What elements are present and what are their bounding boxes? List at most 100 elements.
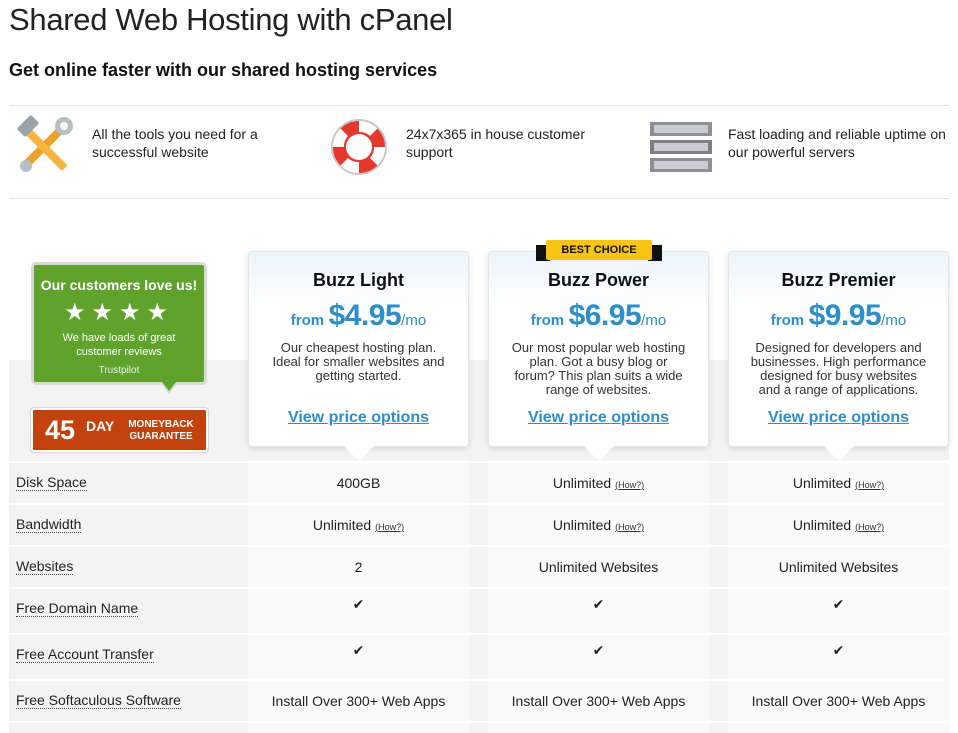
cell-value: Unlimited — [312, 517, 372, 533]
feature-text: All the tools you need for a successful … — [92, 126, 258, 160]
table-row: Disk Space 400GB Unlimited (How?) Unlimi… — [9, 463, 949, 503]
feature-servers: Fast loading and reliable uptime on our … — [648, 114, 948, 184]
plan-price: from $6.95/mo — [489, 299, 708, 333]
checkmark-icon: ✔ — [832, 642, 845, 658]
checkmark-icon: ✔ — [592, 596, 605, 612]
moneyback-badge: 45 DAY MONEYBACK GUARANTEE — [30, 407, 209, 453]
row-label[interactable]: Free Domain Name — [16, 600, 139, 617]
plan-card-buzz-power: Buzz Power from $6.95/mo Our most popula… — [488, 251, 709, 447]
row-label[interactable]: Disk Space — [16, 474, 87, 491]
page-subtitle: Get online faster with our shared hostin… — [9, 60, 438, 80]
plan-column — [728, 460, 949, 733]
how-link[interactable]: (How?) — [615, 480, 645, 490]
plan-description: Designed for developers and businesses. … — [750, 340, 927, 397]
moneyback-days: 45 — [45, 415, 76, 445]
plan-column — [248, 460, 469, 733]
plan-description: Our most popular web hosting plan. Got a… — [511, 340, 686, 397]
price-from: from — [290, 312, 325, 329]
feature-text: Fast loading and reliable uptime on our … — [728, 126, 946, 160]
table-cell: Install Over 300+ Web Apps — [271, 693, 446, 709]
checkmark-icon: ✔ — [352, 596, 365, 612]
table-cell: Unlimited (How?) — [728, 517, 949, 533]
tools-icon — [12, 114, 78, 180]
plan-price: from $9.95/mo — [729, 299, 948, 333]
how-link[interactable]: (How?) — [375, 522, 405, 532]
table-cell: Unlimited Websites — [538, 559, 659, 575]
how-link[interactable]: (How?) — [615, 522, 645, 532]
price-unit: /mo — [641, 312, 667, 329]
promo-title: Our customers love us! — [40, 277, 198, 293]
feature-tools: All the tools you need for a successful … — [12, 114, 302, 184]
row-label[interactable]: Bandwidth — [16, 516, 82, 533]
table-cell: Unlimited (How?) — [488, 517, 709, 533]
cell-value: Unlimited — [552, 517, 612, 533]
card-pointer — [344, 446, 374, 461]
view-price-options-link[interactable]: View price options — [767, 409, 910, 426]
plan-column — [488, 460, 709, 733]
price-unit: /mo — [881, 312, 907, 329]
promo-text: We have loads of great customer reviews — [62, 332, 176, 358]
price-amount: $9.95 — [808, 299, 882, 332]
table-row: Free Domain Name ✔ ✔ ✔ — [9, 589, 949, 633]
table-cell: 400GB — [248, 475, 469, 491]
table-cell: Unlimited (How?) — [488, 475, 709, 491]
row-separator — [9, 461, 949, 463]
page-title: Shared Web Hosting with cPanel — [9, 2, 453, 37]
table-row: Websites 2 Unlimited Websites Unlimited … — [9, 547, 949, 587]
table-cell: Install Over 300+ Web Apps — [511, 693, 686, 709]
table-row: Free Account Transfer ✔ ✔ ✔ — [9, 635, 949, 679]
plan-card-buzz-premier: Buzz Premier from $9.95/mo Designed for … — [728, 251, 949, 447]
divider — [9, 105, 949, 106]
plan-card-buzz-light: Buzz Light from $4.95/mo Our cheapest ho… — [248, 251, 469, 447]
plan-price: from $4.95/mo — [249, 299, 468, 333]
price-from: from — [770, 312, 805, 329]
reviews-promo[interactable]: Our customers love us! ★★★★ We have load… — [31, 262, 207, 385]
lifebuoy-icon — [326, 114, 392, 180]
feature-text: 24x7x365 in house customer support — [406, 126, 585, 160]
divider — [9, 198, 949, 199]
table-row: Free Softaculous Software Install Over 3… — [9, 681, 949, 721]
promo-tail — [162, 382, 176, 391]
row-separator — [9, 587, 949, 589]
plan-name: Buzz Light — [313, 270, 404, 290]
table-cell: Install Over 300+ Web Apps — [751, 693, 926, 709]
card-pointer — [584, 446, 614, 461]
trustpilot-logo: Trustpilot — [98, 365, 140, 376]
table-cell: Unlimited (How?) — [248, 517, 469, 533]
row-label[interactable]: Free Account Transfer — [16, 646, 154, 663]
plan-name: Buzz Premier — [781, 270, 896, 290]
price-amount: $6.95 — [568, 299, 642, 332]
card-pointer — [824, 446, 854, 461]
cell-value: Unlimited — [792, 475, 852, 491]
cell-value: 400GB — [336, 475, 381, 491]
price-unit: /mo — [401, 312, 427, 329]
row-separator — [9, 503, 949, 505]
how-link[interactable]: (How?) — [855, 480, 885, 490]
moneyback-text: MONEYBACK GUARANTEE — [128, 419, 194, 442]
server-icon — [648, 114, 714, 180]
moneyback-day-label: DAY — [86, 418, 115, 434]
row-separator — [9, 721, 949, 723]
cell-value: Unlimited — [552, 475, 612, 491]
best-choice-label: BEST CHOICE — [546, 240, 652, 260]
plan-description: Our cheapest hosting plan. Ideal for sma… — [272, 340, 445, 383]
table-cell: Unlimited Websites — [778, 559, 899, 575]
table-cell: 2 — [354, 559, 363, 575]
view-price-options-link[interactable]: View price options — [287, 409, 430, 426]
row-label[interactable]: Free Softaculous Software — [16, 692, 181, 709]
table-row: Bandwidth Unlimited (How?) Unlimited (Ho… — [9, 505, 949, 545]
row-label[interactable]: Websites — [16, 558, 74, 575]
feature-support: 24x7x365 in house customer support — [326, 114, 626, 184]
rating-stars: ★★★★ — [63, 299, 175, 326]
view-price-options-link[interactable]: View price options — [527, 409, 670, 426]
checkmark-icon: ✔ — [352, 642, 365, 658]
row-separator — [9, 545, 949, 547]
price-amount: $4.95 — [328, 299, 402, 332]
best-choice-ribbon: BEST CHOICE — [536, 240, 662, 262]
price-from: from — [530, 312, 565, 329]
plan-name: Buzz Power — [547, 270, 649, 290]
row-separator — [9, 679, 949, 681]
cell-value: Unlimited — [792, 517, 852, 533]
how-link[interactable]: (How?) — [855, 522, 885, 532]
checkmark-icon: ✔ — [592, 642, 605, 658]
